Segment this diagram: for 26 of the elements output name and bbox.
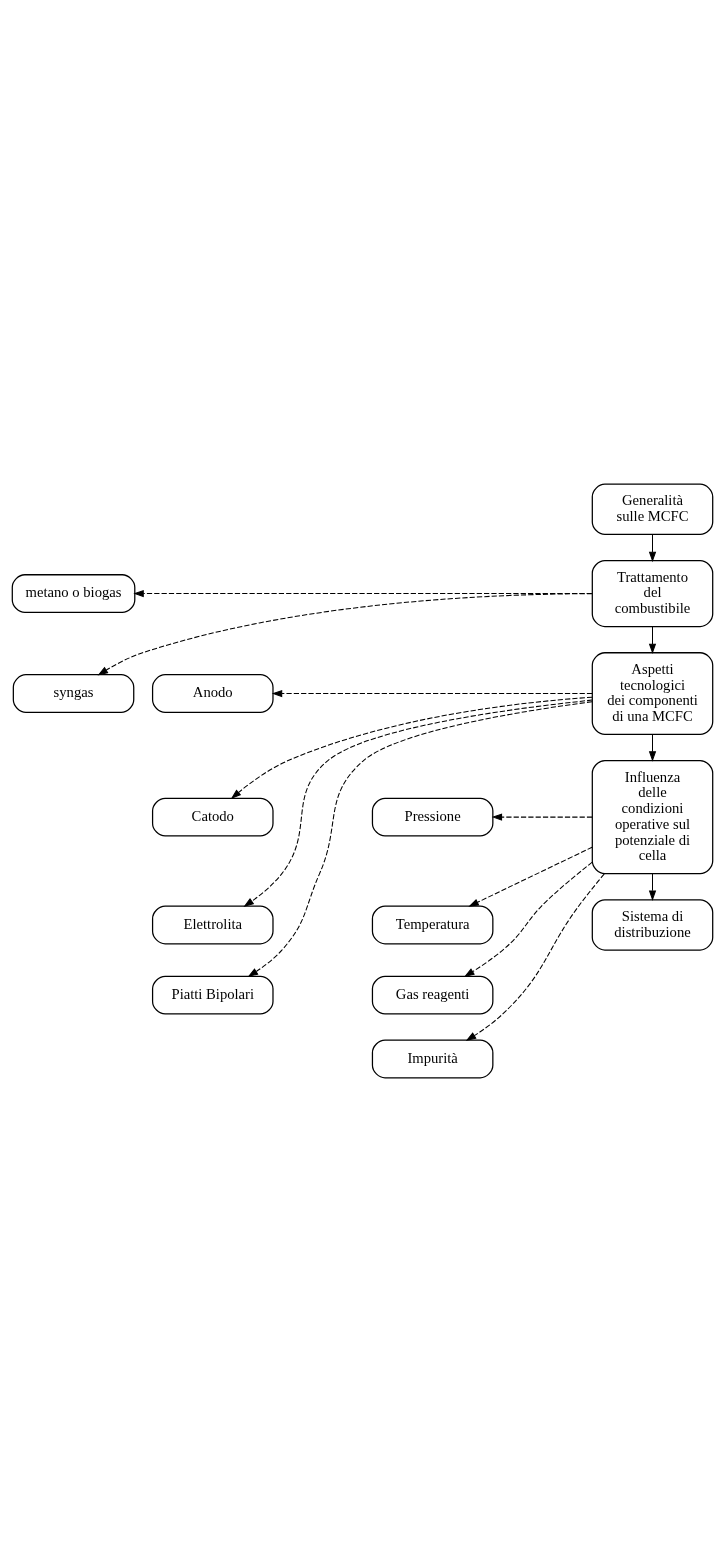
node-box: Piatti Bipolari	[151, 975, 274, 1015]
node-box: Impurità	[371, 1039, 494, 1079]
arrow	[648, 626, 657, 655]
arrow	[464, 861, 593, 977]
arrow	[243, 699, 593, 907]
arrow	[230, 696, 593, 800]
node-box: Pressione	[371, 797, 494, 837]
node-box: Generalità sulle MCFC	[591, 483, 714, 536]
arrow	[97, 593, 593, 676]
node-box: Gas reagenti	[371, 975, 494, 1015]
node-box: Temperatura	[371, 905, 494, 945]
node-box: Elettrolita	[151, 905, 274, 945]
node-box: Influenza delle condizioni operative sul potenziale di cella	[591, 759, 714, 875]
arrow	[247, 701, 593, 977]
node-box: Anodo	[151, 674, 274, 714]
node-box: Aspetti tecnologici dei componenti di una MCFC	[591, 652, 714, 736]
node-box: metano o biogas	[11, 574, 136, 614]
arrow	[271, 689, 593, 698]
arrow	[465, 873, 605, 1041]
node-box: Sistema di distribuzione	[591, 899, 714, 951]
node-box: Catodo	[151, 797, 274, 837]
arrow	[491, 813, 593, 821]
node-box: syngas	[12, 674, 135, 714]
arrow	[648, 534, 657, 563]
node-box: Trattamento del combustibile	[591, 560, 714, 628]
arrow	[468, 846, 593, 907]
